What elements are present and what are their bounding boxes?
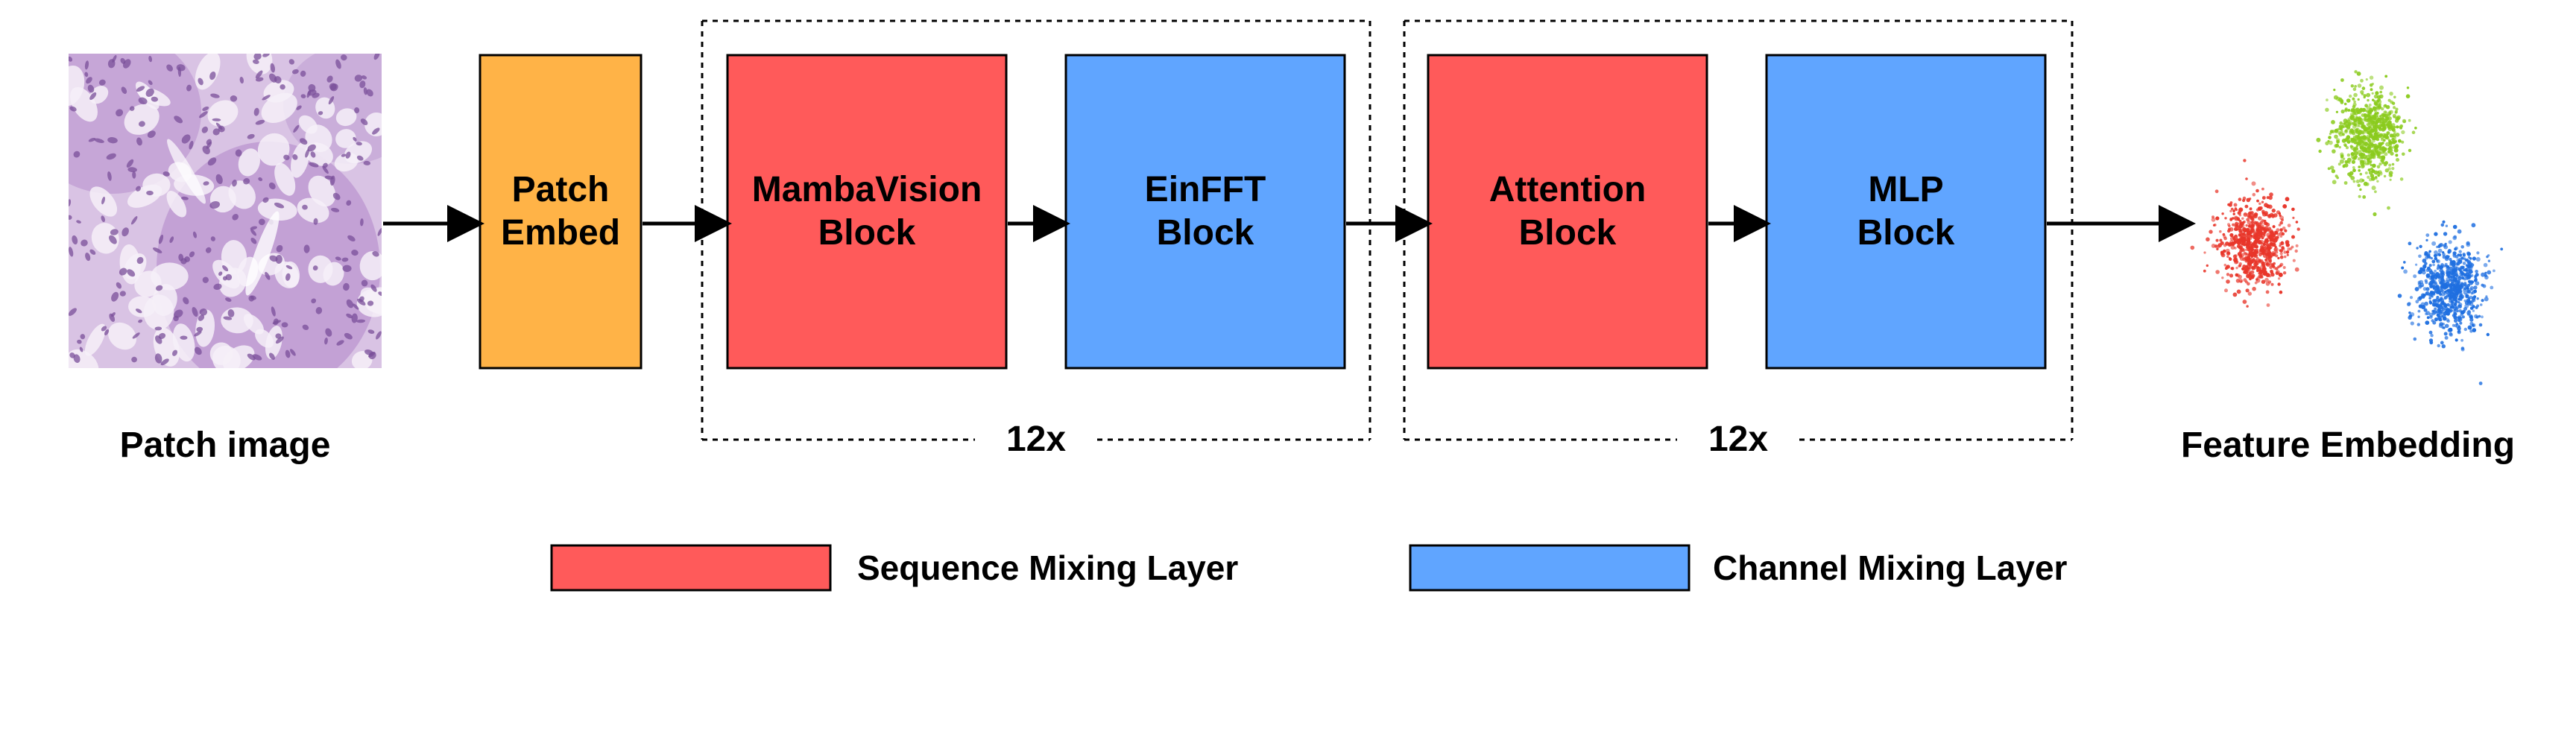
patch-embed-block — [479, 54, 643, 370]
mambavision-label: MambaVision Block — [727, 55, 1006, 368]
legend-swatch-channel — [1409, 544, 1690, 592]
einfft-label-line1: EinFFT — [1144, 170, 1266, 209]
attention-label: Attention Block — [1428, 55, 1707, 368]
attention-label-line2: Block — [1518, 213, 1617, 253]
einfft-label: EinFFT Block — [1066, 55, 1345, 368]
mambavision-block — [726, 54, 1008, 370]
repeat-label-group-2: 12x — [1708, 420, 1769, 459]
patch-embed-label-line1: Patch — [511, 170, 610, 209]
mlp-label-line1: MLP — [1868, 170, 1944, 209]
legend-swatch-sequence — [550, 544, 832, 592]
output-label: Feature Embedding — [2180, 425, 2516, 465]
blue-cluster-icon — [2397, 220, 2504, 385]
mambavision-label-line2: Block — [818, 213, 916, 253]
attention-label-line1: Attention — [1489, 170, 1647, 209]
attention-block — [1427, 54, 1708, 370]
patch-embed-label-line2: Embed — [500, 213, 621, 253]
mlp-label-line2: Block — [1857, 213, 1955, 253]
repeat-label-group-1: 12x — [1006, 420, 1067, 459]
einfft-label-line2: Block — [1156, 213, 1254, 253]
einfft-block — [1064, 54, 1346, 370]
legend-label-channel: Channel Mixing Layer — [1713, 548, 2068, 587]
input-label: Patch image — [119, 425, 331, 465]
mlp-label: MLP Block — [1767, 55, 2045, 368]
red-cluster-icon — [2190, 159, 2300, 308]
legend-label-sequence: Sequence Mixing Layer — [857, 548, 1239, 587]
mlp-block — [1765, 54, 2047, 370]
green-cluster-icon — [2316, 70, 2417, 217]
patch-embed-label: Patch Embed — [480, 55, 641, 368]
mambavision-label-line1: MambaVision — [751, 170, 982, 209]
patch-image — [69, 54, 382, 368]
